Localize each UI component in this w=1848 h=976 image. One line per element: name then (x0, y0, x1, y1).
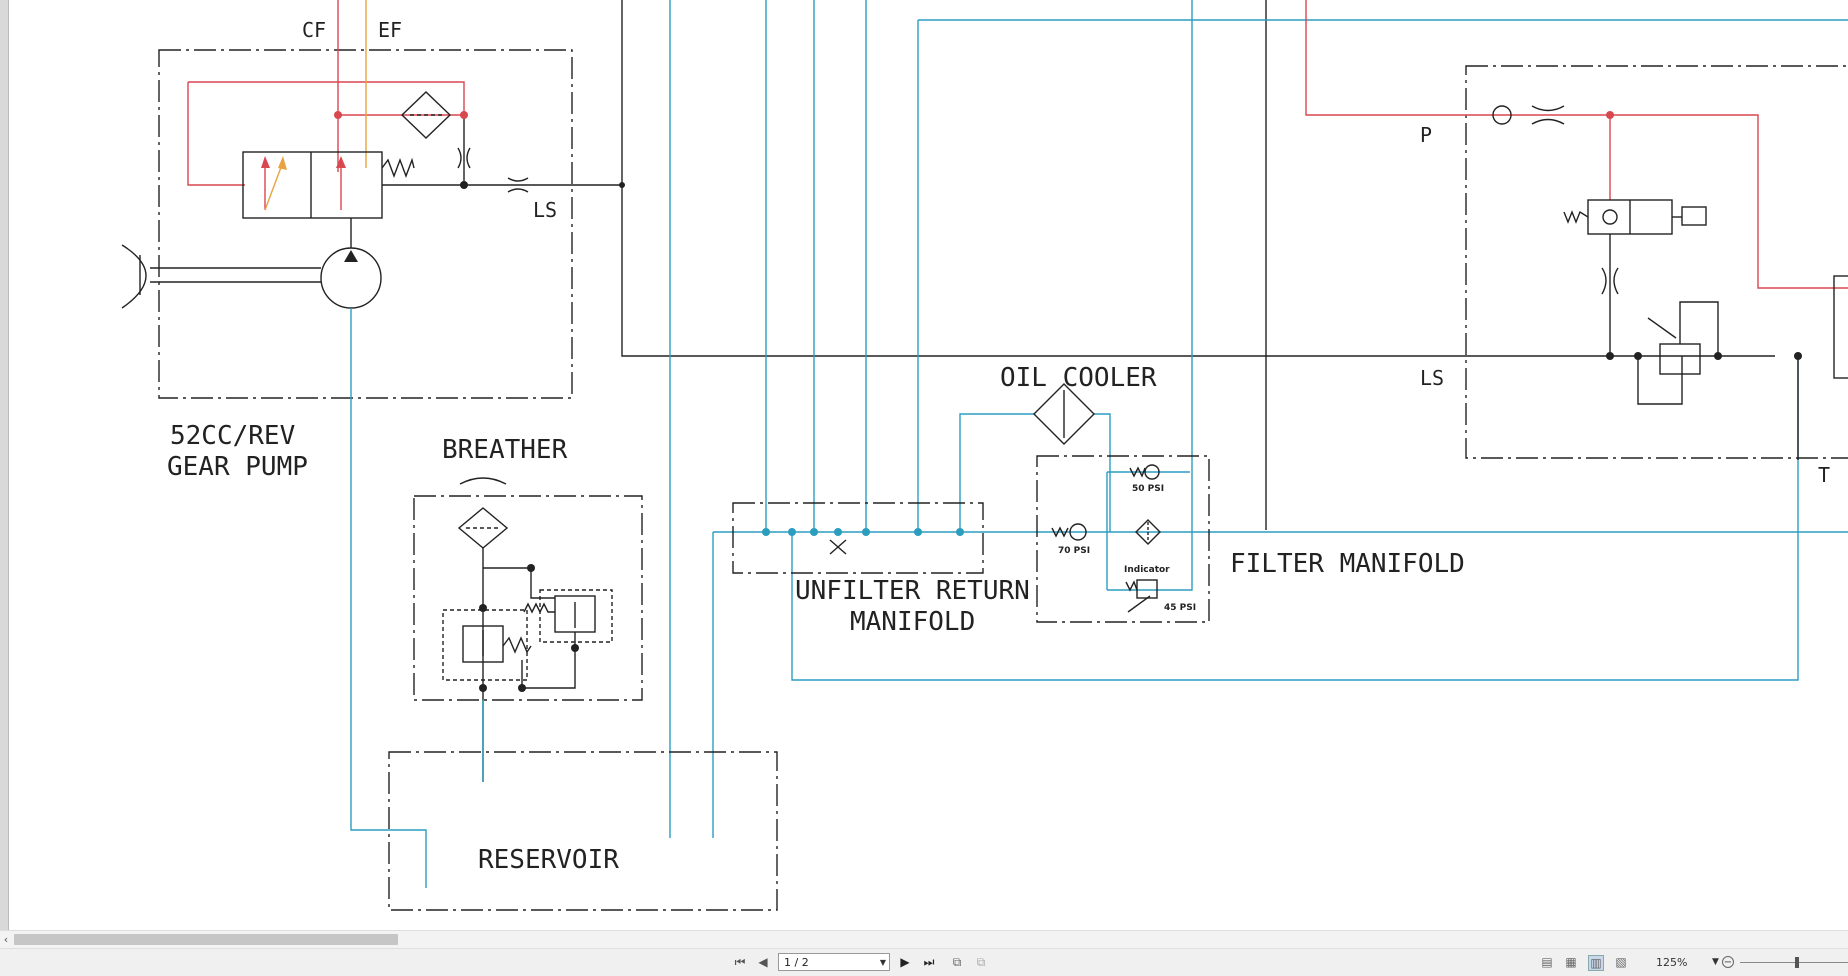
document-canvas: CF EF LS 52CC/REV GEAR PUMP BREATHER RES… (121, 0, 1848, 911)
psi-50-label: 50 PSI (1132, 484, 1164, 494)
oil-cooler-label: OIL COOLER (1000, 363, 1157, 393)
next-page-icon[interactable]: ▶ (900, 955, 910, 969)
facing-view-icon[interactable]: ▥ (1588, 955, 1604, 971)
pump-group-box (158, 49, 573, 399)
zoom-slider-track[interactable] (1740, 962, 1848, 963)
scroll-left-arrow-icon[interactable]: ‹ (3, 933, 9, 946)
previous-page-icon[interactable]: ◀ (758, 955, 768, 969)
psi-45-label: 45 PSI (1164, 603, 1196, 613)
ef-label: EF (378, 18, 402, 42)
status-bar: ⏮ ◀ 1 / 2 ▼ ▶ ⏭ ⧉ ⧉ ▤ ▦ ▥ ▧ 125% ▼ − (0, 948, 1848, 976)
ls-junctions (460, 181, 1802, 692)
zoom-out-icon[interactable]: − (1722, 956, 1734, 968)
fit-view-icon[interactable]: ⧉ (976, 955, 986, 969)
pump-name-line1: 52CC/REV (170, 421, 295, 451)
rotate-view-icon[interactable]: ⧉ (952, 955, 962, 969)
pump-name-line2: GEAR PUMP (167, 452, 308, 482)
scrollbar-thumb[interactable] (14, 934, 398, 945)
unfilter-manifold-line1: UNFILTER RETURN (795, 576, 1030, 606)
page-dropdown-caret-icon[interactable]: ▼ (879, 958, 886, 967)
zoom-dropdown-caret-icon[interactable]: ▼ (1712, 957, 1719, 967)
facing-continuous-view-icon[interactable]: ▧ (1615, 955, 1627, 969)
ls-valve-label: LS (1420, 366, 1444, 390)
t-port-label: T (1818, 463, 1830, 487)
cf-label: CF (302, 18, 326, 42)
horizontal-scrollbar[interactable]: ‹ (0, 930, 1848, 948)
single-page-view-icon[interactable]: ▤ (1541, 955, 1553, 969)
continuous-view-icon[interactable]: ▦ (1565, 955, 1577, 969)
psi-70-label: 70 PSI (1058, 546, 1090, 556)
breather-label: BREATHER (442, 435, 568, 465)
return-junctions (762, 528, 964, 536)
zoom-slider-thumb[interactable] (1795, 957, 1799, 968)
page-number-field[interactable]: 1 / 2 ▼ (778, 953, 890, 971)
indicator-label: Indicator (1124, 565, 1170, 575)
ls-pump-label: LS (533, 198, 557, 222)
p-port-label: P (1420, 123, 1432, 147)
last-page-icon[interactable]: ⏭ (923, 955, 935, 969)
hydraulic-schematic: CF EF LS 52CC/REV GEAR PUMP BREATHER RES… (121, 0, 1848, 911)
page-left-edge (0, 0, 9, 930)
first-page-icon[interactable]: ⏮ (734, 955, 746, 969)
filter-manifold-label: FILTER MANIFOLD (1230, 549, 1465, 579)
unfilter-manifold-line2: MANIFOLD (850, 607, 975, 637)
pressure-junctions (334, 111, 1614, 119)
page-indicator: 1 / 2 (784, 956, 809, 969)
reservoir-label: RESERVOIR (478, 845, 619, 875)
zoom-level[interactable]: 125% (1656, 956, 1688, 969)
